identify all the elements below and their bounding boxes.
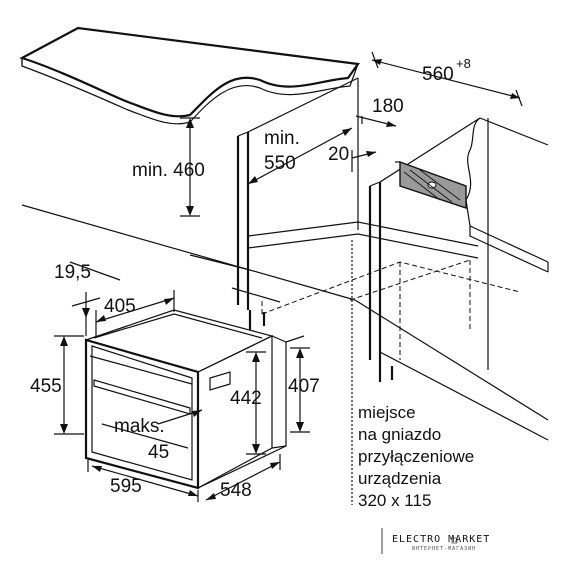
dimension-560	[371, 51, 523, 107]
dashed-oven-outline	[261, 259, 521, 360]
watermark-logo-text: ELECTRO MARKET	[392, 534, 490, 545]
watermark-logo-subtext: ИНТЕРНЕТ-МАГАЗИН	[412, 546, 476, 552]
dimension-min-460	[180, 117, 200, 217]
oven-body	[84, 309, 305, 490]
dimension-548	[205, 454, 281, 501]
dimension-442	[246, 351, 266, 455]
dimension-max-45	[157, 409, 203, 425]
width-560-tolerance: +8	[456, 56, 471, 71]
socket-note-line-1: miejsce	[358, 403, 416, 422]
dimension-595	[87, 460, 199, 502]
socket-note-line-4: urządzenia	[358, 469, 442, 488]
min-depth-label-bottom: 550	[264, 153, 296, 174]
min-height-label: min. 460	[132, 160, 205, 181]
width-560-label: 560	[422, 64, 454, 85]
right-countertop	[465, 117, 549, 273]
depth-20-label: 20	[328, 144, 349, 165]
dimension-180	[355, 115, 397, 127]
socket-note-line-5: 320 x 115	[358, 491, 431, 510]
dimension-405	[95, 290, 175, 336]
height-455-label: 455	[30, 376, 62, 397]
depth-548-label: 548	[220, 480, 252, 501]
max-label-top: maks.	[114, 416, 165, 437]
socket-note-line-3: przyłączeniowe	[358, 447, 474, 466]
max-label-bottom: 45	[148, 442, 169, 463]
cabinet-niche	[236, 77, 489, 382]
min-depth-label-top: min.	[264, 128, 300, 149]
front-405-label: 405	[104, 296, 136, 317]
socket-note-line-2: na gniazdo	[358, 425, 441, 444]
countertop-slab	[19, 26, 360, 125]
front-19-5-label: 19,5	[54, 262, 91, 283]
depth-180-label: 180	[372, 96, 404, 117]
socket-note: miejsce na gniazdo przyłączeniowe urządz…	[358, 403, 474, 510]
height-442-label: 442	[230, 388, 262, 409]
socket-area	[395, 161, 467, 209]
width-595-label: 595	[110, 476, 142, 497]
floor-lines	[21, 204, 549, 441]
watermark: ELECTRO MARKET ИНТЕРНЕТ-МАГАЗИН	[381, 528, 490, 554]
dimension-455	[54, 335, 84, 435]
dimension-min-550	[247, 127, 353, 185]
dimension-20	[351, 150, 377, 172]
dimension-19-5	[71, 292, 101, 336]
dimension-407	[290, 347, 310, 433]
height-407-label: 407	[288, 376, 320, 397]
